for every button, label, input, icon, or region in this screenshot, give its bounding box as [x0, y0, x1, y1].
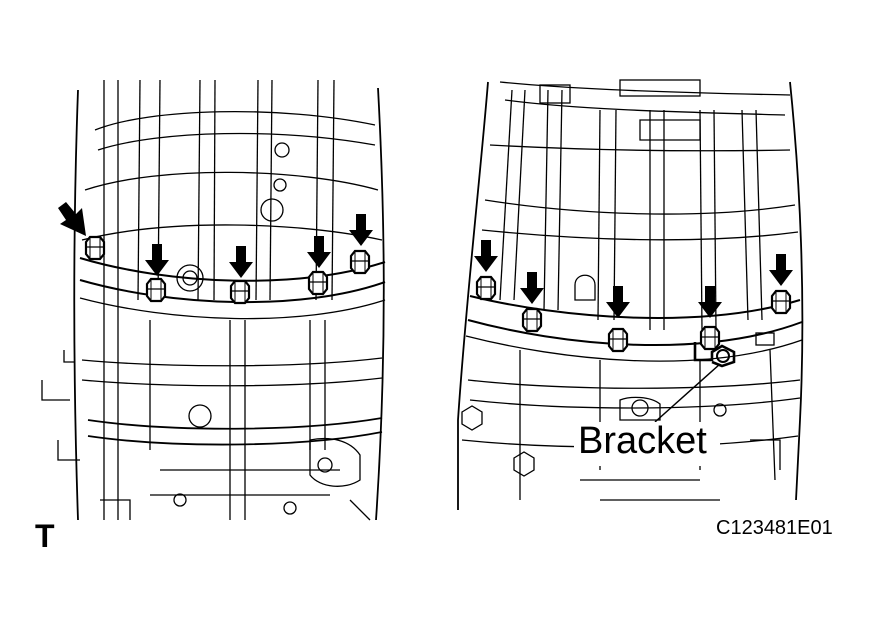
- bolt-icon: [770, 289, 792, 315]
- down-arrow-icon: [307, 236, 331, 268]
- down-arrow-icon: [145, 244, 169, 276]
- down-arrow-icon: [229, 246, 253, 278]
- bolt-icon: [521, 307, 543, 333]
- down-arrow-icon: [474, 240, 498, 272]
- bolt-icon: [84, 235, 106, 261]
- corner-mark: T: [35, 518, 55, 554]
- bolt-icon: [699, 325, 721, 351]
- bolt-icon: [229, 279, 251, 305]
- callout-leader-line: [654, 363, 721, 423]
- down-arrow-icon: [58, 202, 86, 236]
- down-arrow-icon: [349, 214, 373, 246]
- transmission-view-left: [41, 79, 386, 521]
- callout-label-bracket: Bracket: [578, 420, 707, 462]
- down-arrow-icon: [769, 254, 793, 286]
- down-arrow-icon: [520, 272, 544, 304]
- figure-id: C123481E01: [716, 517, 833, 539]
- down-arrow-icon: [606, 286, 630, 318]
- left-view-fasteners: [58, 202, 373, 305]
- bolt-icon: [307, 270, 329, 296]
- right-view-fasteners: [474, 240, 793, 353]
- bracket-part: [693, 342, 736, 368]
- bolt-icon: [607, 327, 629, 353]
- bolt-icon: [349, 249, 371, 275]
- bolt-icon: [475, 275, 497, 301]
- bolt-icon: [145, 277, 167, 303]
